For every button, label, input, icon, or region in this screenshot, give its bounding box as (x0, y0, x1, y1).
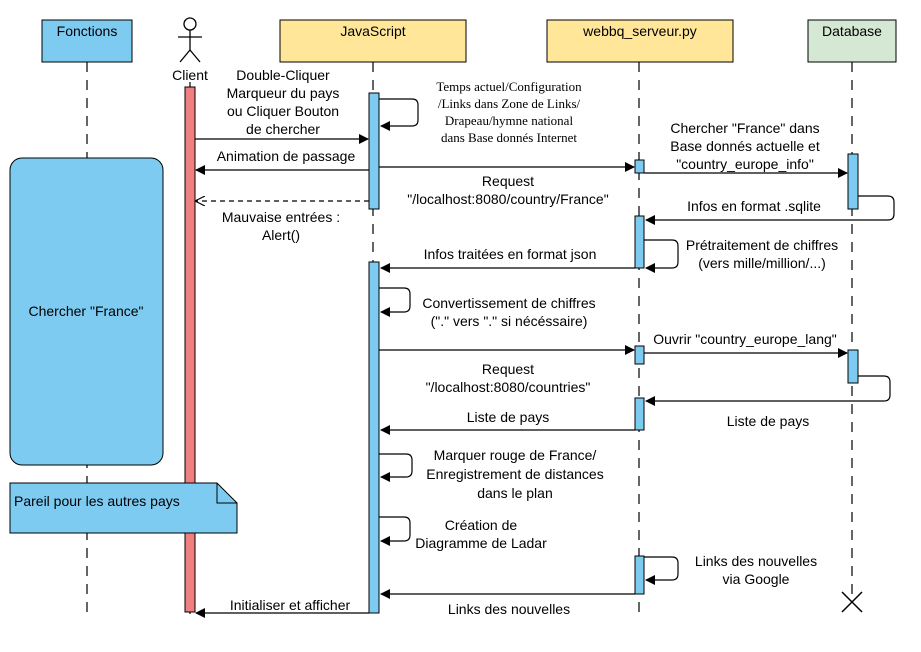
actor-icon (178, 17, 202, 63)
arrow-m7 (645, 195, 895, 225)
message-label-line: Drapeau/hymne national (445, 113, 574, 128)
db-activation-1 (847, 153, 859, 210)
message-label-line: "/localhost:8080/country/France" (407, 191, 608, 207)
message-label-line: Marqueur du pays (227, 85, 340, 101)
note-chercher-france-label: Chercher "France" (29, 303, 144, 319)
msg-m5-label: Mauvaise entrées : Alert() (222, 209, 340, 243)
participant-server: webbq_serveur.py (546, 19, 734, 63)
msg-m16-label: Création de Diagramme de Ladar (415, 517, 547, 551)
msg-m10-label: Convertissement de chiffres ("." vers "."… (422, 295, 595, 329)
msg-m8-label: Prétraitement de chiffres (vers mille/mil… (686, 237, 838, 271)
note-pareil-label: Pareil pour les autres pays (14, 493, 180, 509)
message-label-line: ou Cliquer Bouton (227, 103, 339, 119)
msg-m12-label: Request "/localhost:8080/countries" (426, 361, 591, 395)
msg-m11-label: Ouvrir "country_europe_lang" (653, 331, 837, 347)
message-label-line: Prétraitement de chiffres (686, 237, 838, 253)
message-label-line: de chercher (246, 121, 320, 137)
msg-m15-label: Marquer rouge de France/Enregistrement d… (426, 447, 603, 501)
message-label-line: Diagramme de Ladar (415, 535, 547, 551)
arrow-m10 (379, 287, 411, 317)
participant-database-label: Database (822, 23, 882, 39)
participant-client: Client (172, 17, 208, 83)
message-label-line: dans Base donnés Internet (441, 130, 577, 145)
client-activation-bar (184, 86, 196, 613)
database-destroy-marker (841, 591, 863, 613)
db-activation-2 (847, 349, 859, 384)
participant-fonctions-label: Fonctions (57, 23, 118, 39)
note-chercher-france: Chercher "France" (9, 157, 164, 466)
message-label-line: Links des nouvelles (695, 553, 817, 569)
message-label-line: (vers mille/million/...) (698, 255, 826, 271)
message-label-line: Animation de passage (217, 148, 356, 164)
participant-server-label: webbq_serveur.py (582, 23, 697, 39)
participant-client-label: Client (172, 67, 208, 83)
msg-m18-label: Links des nouvelles (448, 601, 570, 617)
message-label-line: Liste de pays (467, 409, 550, 425)
message-label-line: Temps actuel/Configuration (436, 79, 582, 94)
message-label-line: Initialiser et afficher (230, 597, 351, 613)
msg-m14-label: Liste de pays (467, 409, 550, 425)
message-label-line: ("." vers "." si nécéssaire) (431, 313, 588, 329)
message-label-line: Mauvaise entrées : (222, 209, 340, 225)
participant-javascript-label: JavaScript (340, 23, 405, 39)
server-activation-2 (634, 215, 645, 269)
message-label-line: Marquer rouge de France/ (434, 447, 597, 463)
message-label-line: Double-Cliquer (236, 67, 330, 83)
message-label-line: Links des nouvelles (448, 601, 570, 617)
message-label-line: Enregistrement de distances (426, 466, 603, 482)
msg-m4-label: Request "/localhost:8080/country/France" (407, 173, 608, 207)
msg-m9-label: Infos traitées en format json (424, 246, 597, 262)
message-label-line: Liste de pays (727, 413, 810, 429)
message-label-line: "country_europe_info" (676, 156, 814, 172)
message-label-line: Base donnés actuelle et (670, 138, 820, 154)
arrow-m13 (645, 375, 891, 406)
message-label-line: dans le plan (477, 485, 553, 501)
message-label-line: Infos traitées en format json (424, 246, 597, 262)
msg-m7-label: Infos en format .sqlite (687, 198, 821, 214)
msg-m19-label: Initialiser et afficher (230, 597, 351, 613)
message-label-line: /Links dans Zone de Links/ (438, 96, 581, 111)
server-activation-4 (634, 397, 645, 431)
arrow-m16 (379, 516, 411, 546)
message-label-line: via Google (723, 571, 790, 587)
js-activation-1 (368, 92, 380, 210)
participant-database: Database (807, 19, 897, 63)
arrow-m15 (379, 453, 413, 482)
note-pareil: Pareil pour les autres pays (9, 482, 238, 534)
message-label-line: "/localhost:8080/countries" (426, 379, 591, 395)
arrow-m2 (379, 98, 419, 131)
message-label-line: Convertissement de chiffres (422, 295, 595, 311)
msg-m2-label: Temps actuel/Configuration/Links dans Zo… (436, 79, 582, 145)
message-arrows (195, 98, 895, 618)
server-activation-1 (634, 159, 645, 174)
message-label-line: Request (482, 173, 534, 189)
msg-m13-label: Liste de pays (727, 413, 810, 429)
message-label-line: Alert() (262, 227, 300, 243)
arrow-m8 (644, 239, 679, 273)
message-label-line: Ouvrir "country_europe_lang" (653, 331, 837, 347)
message-label-line: Création de (445, 517, 518, 533)
message-label-line: Infos en format .sqlite (687, 198, 821, 214)
message-label-line: Request (482, 361, 534, 377)
participant-javascript: JavaScript (279, 19, 467, 63)
js-activation-2 (368, 261, 380, 614)
arrow-m17 (644, 556, 679, 585)
msg-m3-label: Animation de passage (217, 148, 356, 164)
msg-m17-label: Links des nouvelles via Google (695, 553, 817, 587)
server-activation-3 (634, 345, 645, 365)
participant-fonctions: Fonctions (41, 19, 133, 63)
message-label-line: Chercher "France" dans (670, 120, 819, 136)
server-activation-5 (634, 555, 645, 595)
